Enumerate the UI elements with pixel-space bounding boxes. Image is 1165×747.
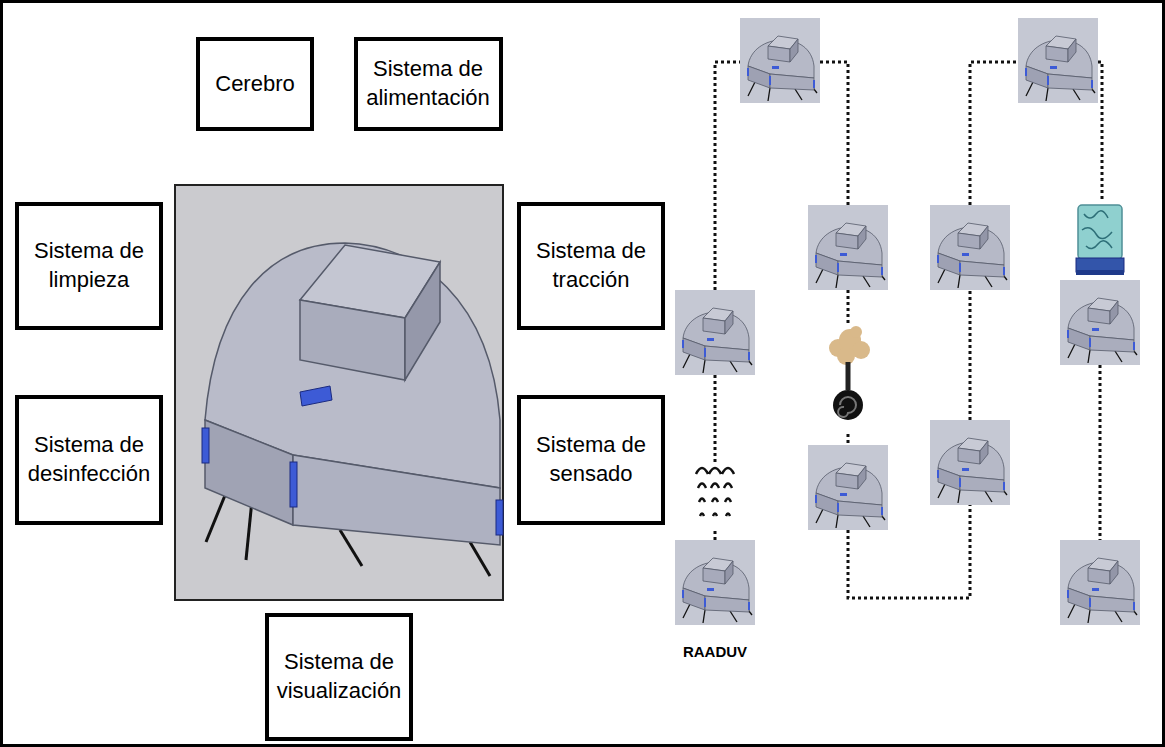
system-box: Sistema de alimentación [354,37,503,131]
suction-fan [822,325,874,431]
uv-waves [694,462,736,530]
robot-base-front [293,455,500,545]
robot-marker [290,462,297,507]
robot-marker [202,428,209,463]
system-box: Sistema de limpieza [15,202,163,330]
robot-icon [1060,540,1140,625]
robot-icon [675,540,755,625]
route-line [715,62,1102,598]
box-label: Sistema de desinfección [23,431,155,488]
robot-slot [300,386,332,406]
fan-body [833,390,863,420]
robot-illustration [175,185,503,600]
robot-icon [930,205,1010,290]
box-label: Sistema de tracción [525,237,657,294]
robot-panel [175,185,503,600]
robot-name: RAADUV [683,643,747,661]
box-label: Cerebro [215,70,294,99]
box-label: Sistema de visualización [273,648,405,705]
robot-icon [1060,280,1140,365]
robot-marker [496,500,503,535]
system-box: Cerebro [196,37,314,131]
fan-duct [846,362,851,390]
uv-lamp [1076,205,1124,275]
robot-icon [1018,18,1098,103]
system-box: Sistema de sensado [517,395,665,525]
system-box: Sistema de visualización [265,613,413,741]
system-box: Sistema de tracción [517,202,665,330]
robot-icon [808,205,888,290]
fan-spiral [838,397,856,417]
robot-base-side [205,420,293,525]
box-label: Sistema de limpieza [23,237,155,294]
box-label: Sistema de sensado [525,431,657,488]
robot-icon [675,290,755,375]
dust-cloud [829,326,870,365]
robot-icon [740,18,820,103]
box-label: Sistema de alimentación [362,55,495,112]
robot-icon [930,420,1010,505]
robot-box-front [300,300,405,380]
system-box: Sistema de desinfección [15,395,163,525]
robot-icon [808,445,888,530]
robot-box-side [405,262,440,380]
